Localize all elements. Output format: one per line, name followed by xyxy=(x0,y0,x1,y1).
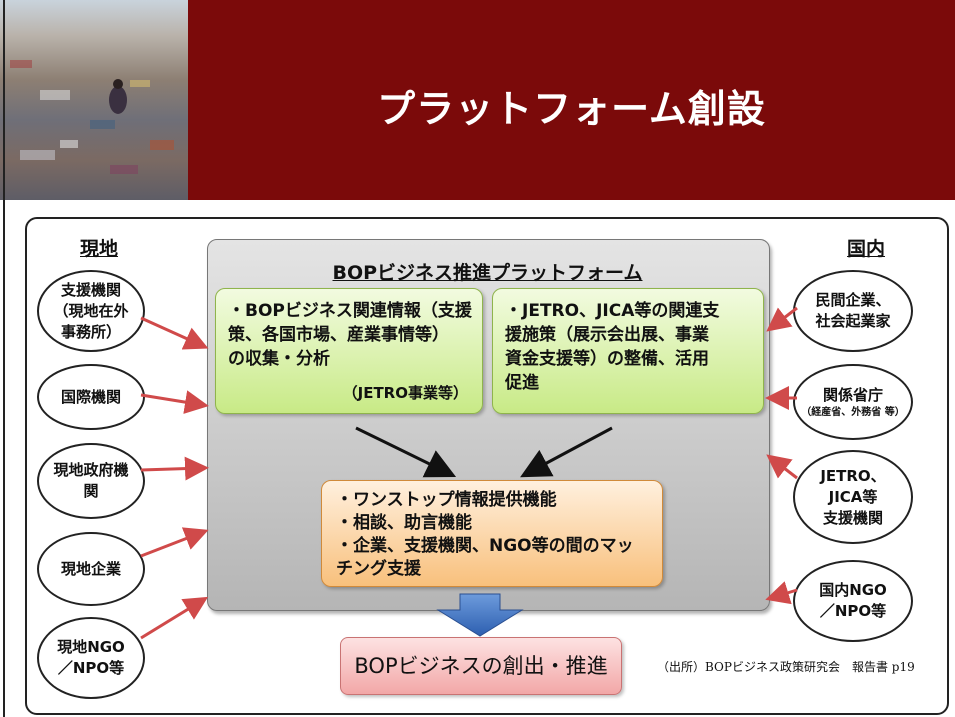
left-entity-local-govt: 現地政府機 関 xyxy=(37,443,145,519)
left-entity-intl-orgs: 国際機関 xyxy=(37,364,145,430)
photo-texture xyxy=(10,60,174,174)
source-note: （出所）BOPビジネス政策研究会 報告書 p19 xyxy=(657,660,915,674)
one-stop-functions-box: ・ワンストップ情報提供機能 ・相談、助言機能 ・企業、支援機関、NGO等の間のマ… xyxy=(321,480,663,587)
platform-title: BOPビジネス推進プラットフォーム xyxy=(332,262,643,284)
right-entity-jetro-jica: JETRO、 JICA等 支援機関 xyxy=(793,450,913,544)
right-entity-private-companies: 民間企業、 社会起業家 xyxy=(793,270,913,352)
info-collection-text: ・BOPビジネス関連情報（支援 策、各国市場、産業事情等） の収集・分析 xyxy=(228,301,472,369)
page-title: プラットフォーム創設 xyxy=(377,87,766,131)
ministries-label: 関係省庁 xyxy=(822,385,883,404)
info-collection-box: ・BOPビジネス関連情報（支援 策、各国市場、産業事情等） の収集・分析 （JE… xyxy=(215,288,483,414)
left-entity-local-companies: 現地企業 xyxy=(37,532,145,606)
info-collection-note: （JETRO事業等） xyxy=(342,384,468,402)
left-entity-local-ngo: 現地NGO ／NPO等 xyxy=(37,617,145,699)
right-column-heading: 国内 xyxy=(847,238,886,260)
landfill-photo xyxy=(0,0,188,200)
left-divider xyxy=(3,0,5,717)
right-entity-ministries: 関係省庁 （経産省、外務省 等） xyxy=(793,364,913,440)
one-stop-functions-text: ・ワンストップ情報提供機能 ・相談、助言機能 ・企業、支援機関、NGO等の間のマ… xyxy=(336,490,634,579)
support-measures-text: ・JETRO、JICA等の関連支 援施策（展示会出展、事業 資金支援等）の整備、… xyxy=(505,301,720,393)
ministries-sub-label: （経産省、外務省 等） xyxy=(801,406,905,418)
right-entity-domestic-ngo: 国内NGO ／NPO等 xyxy=(793,560,913,642)
left-entity-support-agencies: 支援機関 （現地在外 事務所） xyxy=(37,270,145,352)
support-measures-box: ・JETRO、JICA等の関連支 援施策（展示会出展、事業 資金支援等）の整備、… xyxy=(492,288,764,414)
result-box: BOPビジネスの創出・推進 xyxy=(340,637,622,695)
header-bar xyxy=(188,0,955,200)
left-column-heading: 現地 xyxy=(80,238,119,260)
